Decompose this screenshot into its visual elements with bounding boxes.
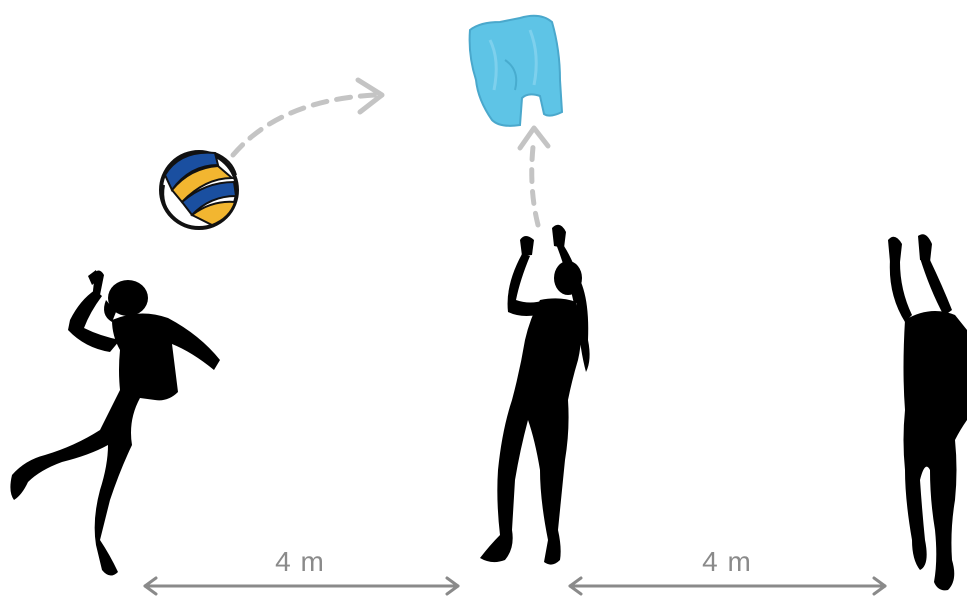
ball-trajectory-arrow: [233, 95, 375, 155]
distance-label-2: 4 m: [702, 546, 752, 578]
player-receiving-icon: [888, 234, 967, 590]
set-trajectory-arrowhead: [520, 128, 548, 148]
set-trajectory-arrow: [532, 138, 538, 225]
shirt-icon: [470, 16, 562, 126]
volleyball-icon: [161, 152, 237, 228]
player-spiking-icon: [10, 270, 220, 576]
player-setting-icon: [480, 225, 590, 565]
distance-label-1: 4 m: [275, 546, 325, 578]
distance-line-1: [145, 578, 458, 594]
distance-line-2: [570, 578, 885, 594]
